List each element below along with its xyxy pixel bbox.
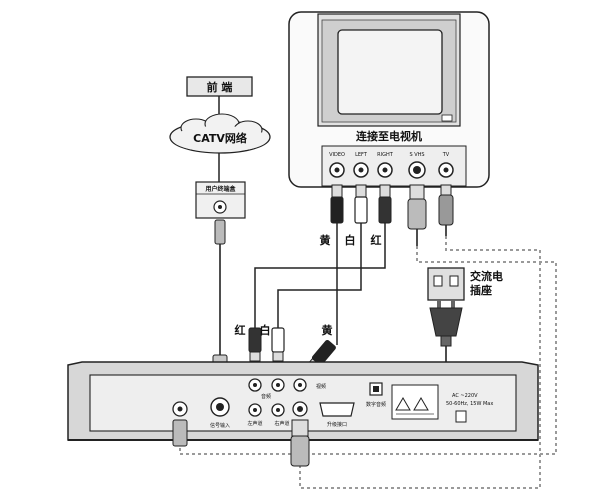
- cable-label-red-top: 红: [371, 233, 382, 247]
- headend-box: 前 端: [186, 76, 253, 97]
- receiver-serial-port: [319, 402, 355, 417]
- receiver-rf-label: 信号输入: [210, 422, 230, 429]
- cable-label-white-top: 白: [345, 233, 356, 247]
- ac-outlet: 交流电 插座: [427, 267, 503, 301]
- ac-outlet-label-2: 插座: [470, 283, 492, 297]
- tv-jack-label-tv: TV: [442, 152, 450, 158]
- dashed-cables: [179, 236, 557, 489]
- catv-label: CATV网络: [193, 131, 247, 145]
- tv-jack-label-svhs: S VHS: [409, 152, 424, 158]
- receiver-bottom-plugs: [172, 419, 310, 467]
- receiver-warning-label: [391, 384, 439, 420]
- tv-screen: [337, 29, 443, 115]
- receiver-power-spec-1: AC ~220V: [452, 393, 478, 399]
- receiver-power-inlet: [455, 410, 467, 423]
- wall-outlet-label: 用户终端盒: [204, 185, 236, 193]
- tv-set: 连接至电视机 VIDEO LEFT RIGHT S VHS TV: [288, 11, 490, 188]
- tv-jack-label-video: VIDEO: [329, 152, 345, 158]
- receiver-audio-label: 音频: [261, 393, 271, 400]
- receiver-digital-label: 数字音频: [366, 401, 386, 408]
- ac-outlet-label-1: 交流电: [470, 269, 503, 283]
- cable-label-red-bottom: 红: [235, 323, 246, 337]
- receiver-right-label: 右声道: [274, 420, 289, 427]
- cable-label-yellow-top: 黄: [320, 233, 331, 247]
- wall-outlet: 用户终端盒: [195, 181, 246, 219]
- tv-av-plugs: [330, 184, 392, 224]
- receiver-serial-label: 升级接口: [327, 421, 347, 428]
- receiver-left-label: 左声道: [247, 420, 262, 427]
- receiver-power-spec-2: 50-60Hz, 15W Max: [446, 401, 493, 407]
- catv-cloud: CATV网络: [169, 113, 271, 154]
- rf-cable: [212, 219, 228, 384]
- headend-label: 前 端: [207, 80, 233, 94]
- receiver-video-label: 视频: [316, 383, 326, 390]
- tv-svhs-plug: [407, 184, 427, 246]
- tv-jack-label-right: RIGHT: [377, 152, 394, 158]
- tv-title: 连接至电视机: [356, 129, 422, 143]
- cable-label-yellow-bottom: 黄: [322, 323, 333, 337]
- av-cables: [254, 223, 386, 345]
- tv-rf-plug: [438, 184, 454, 236]
- cable-label-white-bottom: 白: [260, 323, 271, 337]
- tv-jack-label-left: LEFT: [355, 152, 368, 158]
